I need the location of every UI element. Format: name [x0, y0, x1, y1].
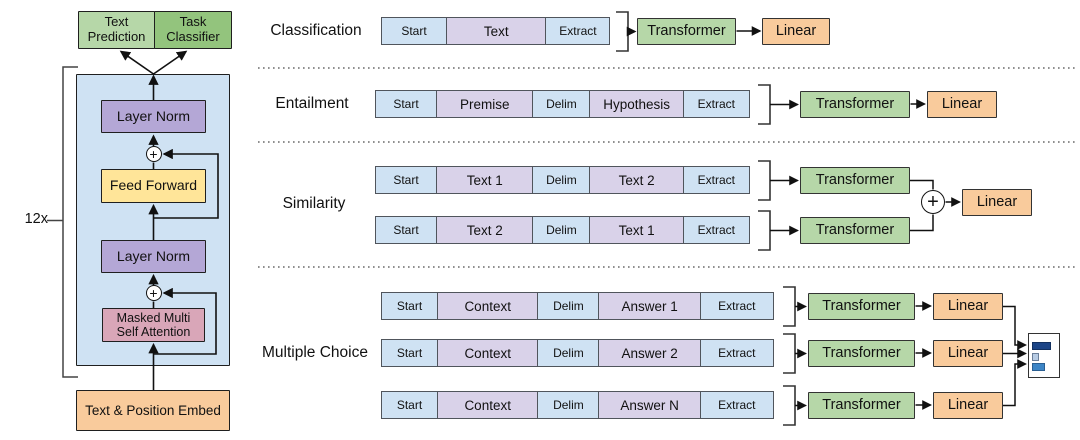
token-cell-start: Start	[381, 339, 438, 367]
transformer-box: Transformer	[800, 217, 910, 244]
transformer-box: Transformer	[800, 167, 910, 194]
masked-attention-box: Masked Multi Self Attention	[102, 308, 205, 342]
token-cell-context: Context	[436, 339, 539, 367]
linear-box: Linear	[933, 391, 1003, 419]
residual-add-icon: +	[145, 146, 162, 162]
token-cell-delim: Delim	[532, 216, 591, 244]
token-cell-extract: Extract	[682, 216, 750, 244]
linear-box: Linear	[762, 17, 830, 45]
linear-box: Linear	[962, 188, 1032, 216]
input-strip-similarity-1: Start Text 1 Delim Text 2 Extract	[375, 166, 750, 194]
token-cell-text: Text	[445, 17, 547, 45]
distribution-bar-3	[1032, 363, 1045, 371]
transformer-box: Transformer	[637, 17, 736, 45]
task-label-classification: Classification	[270, 22, 362, 39]
residual-add-icon: +	[145, 285, 162, 301]
feed-forward-box: Feed Forward	[101, 169, 206, 203]
text-prediction-box: Text Prediction	[78, 11, 155, 49]
token-cell-delim: Delim	[537, 292, 600, 320]
token-cell-extract: Extract	[545, 17, 611, 45]
linear-box: Linear	[933, 339, 1003, 367]
embed-box: Text & Position Embed	[76, 390, 230, 431]
transformer-box: Transformer	[808, 292, 915, 320]
token-cell-start: Start	[381, 391, 438, 419]
token-cell-extract: Extract	[682, 90, 750, 118]
input-strip-choice-2: Start Context Delim Answer 2 Extract	[381, 339, 774, 367]
token-cell-answer1: Answer 1	[598, 292, 702, 320]
task-label-entailment: Entailment	[275, 95, 349, 112]
token-cell-start: Start	[381, 17, 447, 45]
token-cell-text1: Text 1	[435, 166, 534, 194]
token-cell-delim: Delim	[537, 339, 600, 367]
token-cell-hypothesis: Hypothesis	[589, 90, 685, 118]
sum-add-icon: +	[921, 190, 945, 214]
distribution-bar-2	[1032, 352, 1039, 361]
token-cell-context: Context	[436, 391, 539, 419]
distribution-bar-1	[1032, 342, 1051, 350]
token-cell-start: Start	[375, 216, 437, 244]
token-cell-delim: Delim	[537, 391, 600, 419]
transformer-box: Transformer	[808, 391, 915, 419]
task-classifier-box: Task Classifier	[154, 11, 232, 49]
answer-distribution-box	[1028, 333, 1060, 378]
input-strip-choice-1: Start Context Delim Answer 1 Extract	[381, 292, 774, 320]
token-cell-extract: Extract	[699, 391, 774, 419]
token-cell-text2: Text 2	[435, 216, 534, 244]
loop-count-label: 12x	[24, 211, 48, 227]
transformer-box: Transformer	[800, 90, 910, 118]
token-cell-premise: Premise	[435, 90, 534, 118]
input-strip-choice-n: Start Context Delim Answer N Extract	[381, 391, 774, 419]
token-cell-delim: Delim	[532, 90, 591, 118]
token-cell-text2: Text 2	[589, 166, 685, 194]
task-label-similarity: Similarity	[282, 195, 346, 212]
token-cell-context: Context	[436, 292, 539, 320]
token-cell-text1: Text 1	[589, 216, 685, 244]
token-cell-answerN: Answer N	[598, 391, 702, 419]
token-cell-extract: Extract	[699, 339, 774, 367]
transformer-box: Transformer	[808, 339, 915, 367]
linear-box: Linear	[927, 90, 997, 118]
input-strip-entailment: Start Premise Delim Hypothesis Extract	[375, 90, 750, 118]
input-strip-classification: Start Text Extract	[381, 17, 611, 45]
token-cell-start: Start	[381, 292, 438, 320]
task-label-multiple-choice: Multiple Choice	[262, 344, 368, 361]
token-cell-extract: Extract	[699, 292, 774, 320]
token-cell-answer2: Answer 2	[598, 339, 702, 367]
token-cell-extract: Extract	[682, 166, 750, 194]
input-strip-similarity-2: Start Text 2 Delim Text 1 Extract	[375, 216, 750, 244]
layer-norm-bottom-box: Layer Norm	[101, 240, 206, 273]
token-cell-start: Start	[375, 90, 437, 118]
token-cell-delim: Delim	[532, 166, 591, 194]
loop-bracket	[47, 66, 78, 378]
token-cell-start: Start	[375, 166, 437, 194]
layer-norm-top-box: Layer Norm	[101, 100, 206, 133]
linear-box: Linear	[933, 292, 1003, 320]
